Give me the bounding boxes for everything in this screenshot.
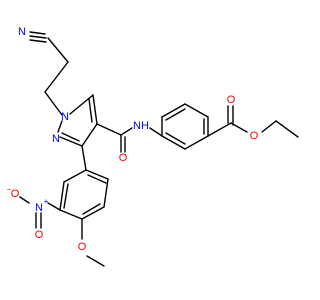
atom-labels: N N N NH O O O N + O − O O (7, 26, 259, 253)
nitro-anionic-oxygen-label: O (11, 188, 20, 200)
pyrazole-bond-c5-c4 (92, 94, 98, 125)
nitro-n-o-minus (19, 196, 30, 204)
nitro-nitrogen-label: N (35, 202, 43, 214)
chain-bond-1 (47, 37, 69, 63)
pyrazole-bond-c3-n2 (59, 136, 83, 147)
aryl-ring-bond-6 (63, 169, 87, 183)
pyrazole-bond-n1-c5 (69, 94, 94, 115)
amide-oxygen-label: O (119, 152, 128, 164)
pyrazole-bond-n2-n1 (57, 120, 63, 133)
amide-n-aryl (149, 127, 163, 137)
nitrile-triple-bond-b (29, 35, 47, 39)
ester-carbonyl-oxygen-label: O (227, 94, 236, 106)
aryl-link-bond (81, 145, 87, 171)
benzoate-ring-bond-6-inner (165, 132, 186, 145)
aryl-ring-bond-5 (59, 181, 65, 211)
ester-o-ch2 (261, 120, 277, 133)
chain-bond-3 (44, 91, 63, 116)
ester-ch2-ch3 (275, 120, 299, 138)
benzoate-ring-bond-2-inner (165, 108, 186, 121)
aryl-ring-bond-2 (103, 178, 109, 208)
aryl-ring-bond-5-inner (63, 183, 69, 209)
nitro-c-n (47, 202, 61, 211)
aryl-ring-bond-3-inner (82, 203, 101, 215)
ester-bond-ring-carbonyl (207, 122, 232, 137)
nitrile-triple-bond-c (29, 39, 47, 43)
amide-bond-c4-carbonyl (96, 123, 122, 136)
nitro-plus-charge: + (44, 197, 49, 206)
benzoate-ring-bond-6 (161, 135, 186, 150)
amide-nh-label: NH (133, 120, 149, 132)
benzoate-ring-bond-5 (184, 135, 209, 150)
pyrazole-n1-label: N (61, 111, 69, 123)
chain-bond-2 (44, 61, 69, 93)
pyrazole-bond-c4-c3 (81, 123, 98, 147)
methoxy-oxygen-label: O (78, 241, 87, 253)
aryl-ring-bond-4 (59, 209, 83, 220)
aryl-ring-bond-1 (85, 169, 109, 180)
amide-c-n (120, 127, 133, 136)
aryl-ring-bond-3 (81, 206, 105, 220)
aryl-ring-bond-1-inner (87, 174, 107, 184)
pyrazole-bond-c3-n2-double (61, 132, 80, 142)
ester-link-oxygen-label: O (250, 130, 259, 142)
nitro-minus-charge: − (7, 185, 12, 194)
chemical-structure-diagram: N N N NH O O O N + O − O O (7, 26, 299, 267)
pyrazole-n2-label: N (52, 133, 60, 145)
nitrile-triple-bond-a (29, 31, 46, 35)
benzoate-ring-bond-2 (161, 103, 186, 118)
nitro-oxygen-label: O (35, 229, 44, 241)
ester-c-o (230, 122, 248, 133)
bonds (19, 31, 299, 267)
methoxy-o-ch3 (86, 255, 105, 267)
pyrazole-bond-c5-c4-double (88, 98, 93, 123)
nitrile-nitrogen-label: N (18, 26, 26, 38)
benzoate-ring-bond-3 (184, 103, 209, 118)
